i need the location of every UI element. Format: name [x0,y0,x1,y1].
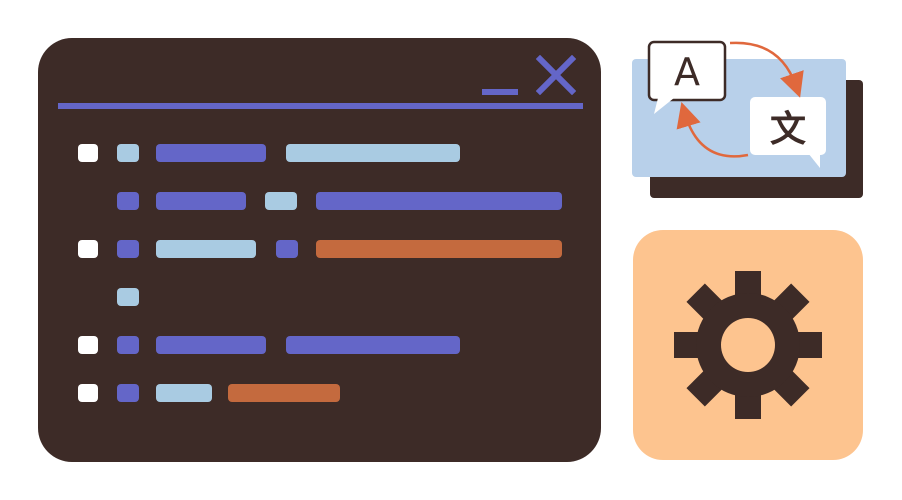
list-item-bar [265,192,297,210]
list-item-bar [156,336,266,354]
list-item-bar [316,192,562,210]
list-item-bar [156,384,212,402]
checkbox-icon[interactable] [78,144,98,162]
list-item-tag [117,384,139,402]
translate-icon[interactable]: A 文 [630,40,870,210]
list-item-tag [117,144,139,162]
target-glyph: 文 [770,109,806,150]
window-title-rule [58,103,583,109]
gear-icon [674,271,822,419]
close-icon[interactable] [536,55,576,95]
forward-arrow [729,41,804,98]
target-bubble [750,97,826,168]
list-item-tag [117,288,139,306]
list-item-bar [286,144,460,162]
settings-tile[interactable] [633,230,863,460]
source-bubble [647,40,727,114]
list-item-tag [117,192,139,210]
list-item-tag [276,240,298,258]
list-item-bar [156,144,266,162]
minimize-icon[interactable] [482,89,518,95]
list-item-bar [156,240,256,258]
list-item-bar [156,192,246,210]
source-glyph: A [674,50,700,94]
list-item-bar [228,384,340,402]
list-item-tag [117,240,139,258]
list-item-tag [117,336,139,354]
checkbox-icon[interactable] [78,240,98,258]
list-item-bar [286,336,460,354]
back-arrow [676,102,749,158]
checkbox-icon[interactable] [78,336,98,354]
checkbox-icon[interactable] [78,384,98,402]
list-item-bar [316,240,562,258]
